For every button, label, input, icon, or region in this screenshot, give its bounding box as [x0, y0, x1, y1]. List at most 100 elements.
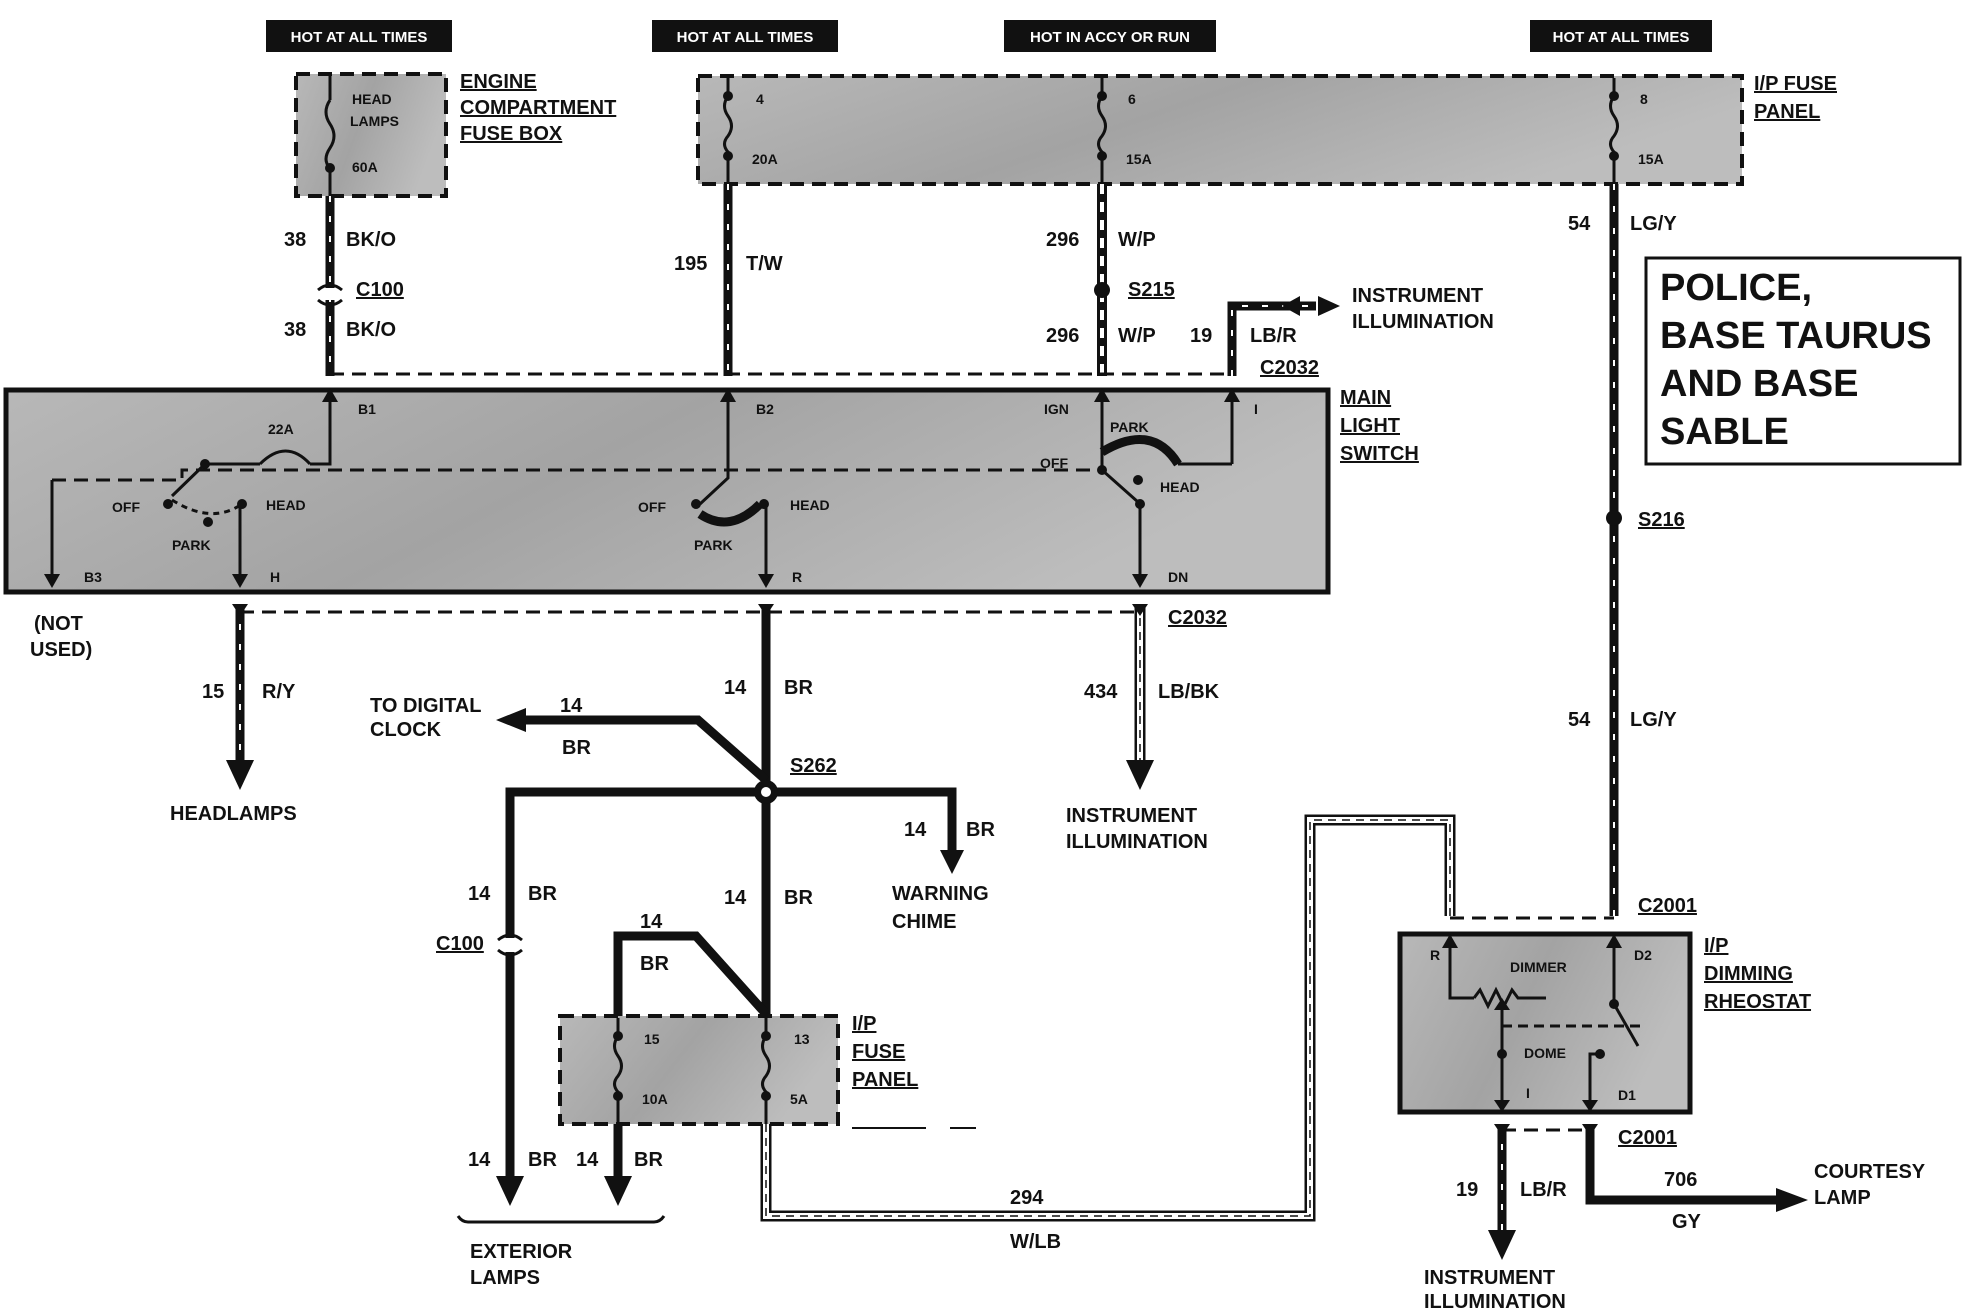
exterior-lamps-label-1: EXTERIOR [470, 1241, 573, 1263]
engine-fuse-box-title-3: FUSE BOX [460, 123, 563, 145]
wire-195-circuit: 195 [674, 253, 707, 275]
c2032-label-bottom: C2032 [1168, 607, 1227, 629]
svg-text:HEAD: HEAD [352, 91, 392, 107]
wire-14-branches [496, 787, 964, 1206]
warning-chime-label-1: WARNING [892, 883, 989, 905]
exterior-lamps-label-2: LAMPS [470, 1267, 540, 1289]
svg-text:OFF: OFF [638, 499, 666, 515]
svg-text:SABLE: SABLE [1660, 411, 1789, 453]
wire-14-circuit-a: 14 [724, 677, 747, 699]
wire-38-color-upper: BK/O [346, 229, 396, 251]
ip-fuse-panel-top-title-1: I/P FUSE [1754, 73, 1837, 95]
wire-434 [1126, 604, 1154, 790]
s216-splice [1606, 510, 1622, 526]
supply-label-3: HOT IN ACCY OR RUN [1004, 20, 1216, 52]
svg-text:DIMMER: DIMMER [1510, 959, 1567, 975]
wire-14-circuit-ext-a: 14 [468, 1149, 491, 1171]
svg-text:I: I [1254, 401, 1258, 417]
svg-text:HEAD: HEAD [266, 497, 306, 513]
svg-text:60A: 60A [352, 159, 378, 175]
wire-14-circuit-b: 14 [724, 887, 747, 909]
svg-text:PARK: PARK [1110, 419, 1149, 435]
wire-15 [226, 604, 254, 790]
wire-19-bottom [1488, 1124, 1516, 1260]
rheostat-title-2: DIMMING [1704, 963, 1793, 985]
svg-text:B1: B1 [358, 401, 376, 417]
wire-296-circuit-lower: 296 [1046, 325, 1079, 347]
ip-fuse-panel-bottom-title-1: I/P [852, 1013, 876, 1035]
c100-connector-top [317, 283, 343, 307]
svg-text:HOT AT ALL TIMES: HOT AT ALL TIMES [1553, 29, 1690, 46]
engine-fuse-box-title-2: COMPARTMENT [460, 97, 616, 119]
digital-clock-label-2: CLOCK [370, 719, 442, 741]
svg-text:B2: B2 [756, 401, 774, 417]
svg-text:DOME: DOME [1524, 1045, 1566, 1061]
title-box: POLICE, BASE TAURUS AND BASE SABLE [1644, 256, 1962, 466]
svg-text:8: 8 [1640, 91, 1648, 107]
svg-text:AND BASE: AND BASE [1660, 363, 1858, 405]
svg-text:OFF: OFF [112, 499, 140, 515]
wire-14-exterior [604, 1124, 632, 1206]
wire-54-circuit-upper: 54 [1568, 213, 1591, 235]
c2032-label-top: C2032 [1260, 357, 1319, 379]
wire-14-color-clock: BR [562, 737, 591, 759]
main-light-switch-title-3: SWITCH [1340, 443, 1419, 465]
wire-14-color-a: BR [784, 677, 813, 699]
c100-label-bottom: C100 [436, 933, 484, 955]
ip-dimming-rheostat: R D2 I D1 DIMMER DOME [1397, 931, 1693, 1115]
wire-14-color-ext-upper: BR [528, 883, 557, 905]
wire-14-color-fuse: BR [640, 953, 669, 975]
main-light-switch-title-1: MAIN [1340, 387, 1391, 409]
ip-fuse-panel-top: 4 20A 6 15A 8 15A [696, 74, 1744, 186]
svg-text:15A: 15A [1126, 151, 1152, 167]
s262-label: S262 [790, 755, 837, 777]
wire-38-circuit-lower: 38 [284, 319, 306, 341]
svg-text:22A: 22A [268, 421, 294, 437]
wire-434-circuit: 434 [1084, 681, 1118, 703]
svg-text:PARK: PARK [694, 537, 733, 553]
c100-label-top: C100 [356, 279, 404, 301]
digital-clock-label-1: TO DIGITAL [370, 695, 481, 717]
wire-14-circuit-ext-b: 14 [576, 1149, 599, 1171]
main-light-switch: B1 B2 IGN I B3 H R DN 22A OFF PARK HEAD … [3, 387, 1331, 595]
instrument-illumination-bottom-1: INSTRUMENT [1424, 1267, 1555, 1289]
svg-text:13: 13 [794, 1031, 810, 1047]
svg-text:R: R [1430, 947, 1440, 963]
ip-fuse-panel-bottom-title-2: FUSE [852, 1041, 905, 1063]
wire-14-circuit-ext-upper: 14 [468, 883, 491, 905]
svg-text:4: 4 [756, 91, 764, 107]
wire-19-color-top: LB/R [1250, 325, 1297, 347]
wire-294-circuit: 294 [1010, 1187, 1044, 1209]
svg-text:B3: B3 [84, 569, 102, 585]
c100-connector-bottom [497, 933, 523, 957]
instrument-illumination-mid-2: ILLUMINATION [1066, 831, 1208, 853]
svg-text:POLICE,: POLICE, [1660, 267, 1812, 309]
svg-text:HOT IN ACCY OR RUN: HOT IN ACCY OR RUN [1030, 29, 1190, 46]
wire-15-circuit: 15 [202, 681, 224, 703]
instrument-illumination-mid-1: INSTRUMENT [1066, 805, 1197, 827]
svg-text:15A: 15A [1638, 151, 1664, 167]
svg-text:HOT AT ALL TIMES: HOT AT ALL TIMES [291, 29, 428, 46]
wire-14-circuit-chime: 14 [904, 819, 927, 841]
wire-19-color-bottom: LB/R [1520, 1179, 1567, 1201]
wire-195-color: T/W [746, 253, 783, 275]
wire-19-circuit-top: 19 [1190, 325, 1212, 347]
rheostat-title-3: RHEOSTAT [1704, 991, 1811, 1013]
wire-14-digital-clock [496, 708, 769, 784]
wire-15-color: R/Y [262, 681, 296, 703]
svg-text:D2: D2 [1634, 947, 1652, 963]
svg-text:5A: 5A [790, 1091, 808, 1107]
svg-text:R: R [792, 569, 802, 585]
ip-fuse-panel-bottom: 15 10A 13 5A [558, 1014, 840, 1126]
svg-text:PARK: PARK [172, 537, 211, 553]
svg-text:OFF: OFF [1040, 455, 1068, 471]
wire-14-circuit-fuse: 14 [640, 911, 663, 933]
wire-14-color-ext-b: BR [634, 1149, 663, 1171]
s216-label: S216 [1638, 509, 1685, 531]
exterior-lamps-bracket [456, 1215, 666, 1224]
wire-706-color: GY [1672, 1211, 1702, 1233]
svg-text:IGN: IGN [1044, 401, 1069, 417]
wire-54-circuit-lower: 54 [1568, 709, 1591, 731]
svg-text:DN: DN [1168, 569, 1188, 585]
